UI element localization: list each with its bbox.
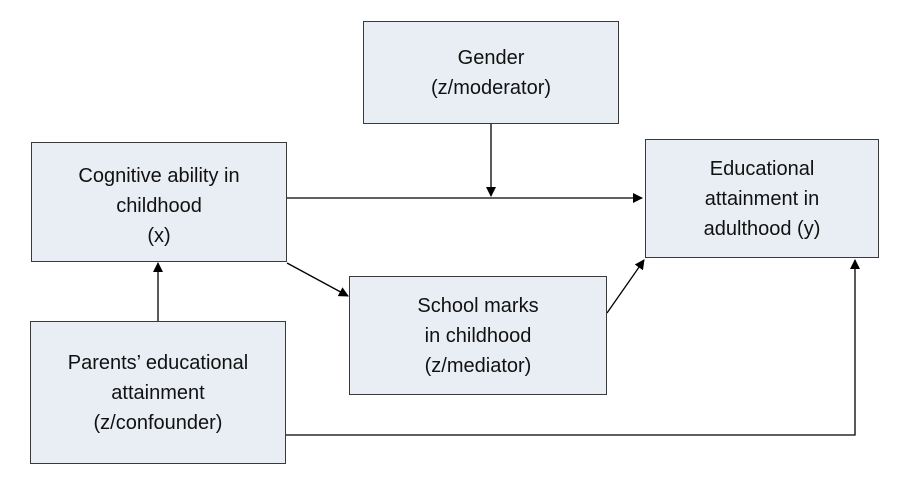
node-school-marks: School marks in childhood (z/mediator) [349, 276, 607, 395]
node-educational-line-3: adulthood (y) [703, 217, 821, 240]
arrow-school-to-educational [606, 259, 645, 314]
node-parents-line-2: attainment [111, 381, 205, 404]
node-school-line-2: in childhood [424, 324, 532, 347]
node-cognitive-line-2: childhood [116, 195, 202, 217]
node-educational-line-1: Educational [709, 157, 815, 180]
node-cognitive-line-3: (x) [147, 225, 171, 247]
arrow-parents-to-educational [286, 259, 860, 436]
node-parents-line-3: (z/confounder) [93, 411, 223, 434]
node-cognitive-ability: Cognitive ability in childhood (x) [31, 142, 287, 262]
node-parents-education: Parents’ educational attainment (z/confo… [30, 321, 286, 464]
node-educational-line-2: attainment in [704, 187, 820, 210]
node-gender-line-1: Gender [457, 46, 525, 69]
node-cognitive-line-1: Cognitive ability in [78, 165, 240, 187]
node-school-line-3: (z/mediator) [424, 354, 532, 377]
node-gender: Gender (z/moderator) [363, 21, 619, 124]
node-educational-attainment: Educational attainment in adulthood (y) [645, 139, 879, 258]
node-gender-line-2: (z/moderator) [430, 76, 552, 99]
arrow-cognitive-to-school [286, 262, 349, 297]
node-school-line-1: School marks [417, 294, 539, 317]
node-parents-line-1: Parents’ educational [67, 351, 249, 374]
